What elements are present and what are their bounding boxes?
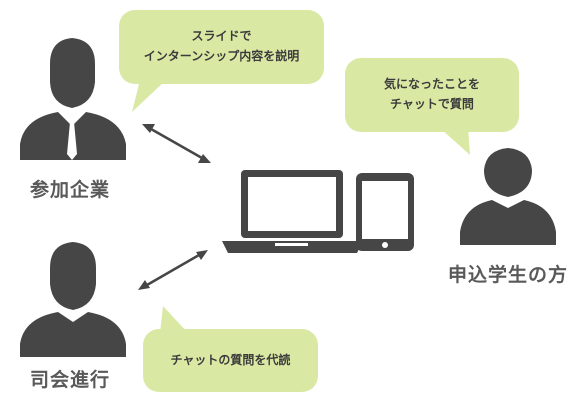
host-bubble-text: チャットの質問を代読 [143, 350, 318, 370]
businessman-icon [20, 38, 126, 160]
host-bubble-line1: チャットの質問を代読 [170, 353, 291, 367]
student-bubble-line1: 気になったことを [383, 77, 480, 91]
host-label: 司会進行 [30, 369, 111, 391]
student-label: 申込学生の方 [448, 264, 569, 286]
host-speech-bubble [143, 306, 318, 392]
double-headed-arrow-icon [142, 124, 211, 163]
company-bubble-text: スライドで インターンシップ内容を説明 [119, 26, 324, 66]
laptop-icon [222, 170, 363, 253]
double-headed-arrow-icon [138, 250, 208, 290]
tablet-icon [356, 173, 414, 251]
student-bubble-text: 気になったことを チャットで質問 [345, 74, 519, 114]
person-icon [460, 148, 556, 245]
company-bubble-line1: スライドで [191, 29, 252, 43]
student-bubble-line2: チャットで質問 [390, 97, 474, 111]
person-icon [20, 242, 126, 357]
company-bubble-line2: インターンシップ内容を説明 [143, 49, 300, 63]
student-speech-bubble [345, 58, 519, 155]
company-label: 参加企業 [30, 179, 111, 201]
company-speech-bubble [119, 10, 324, 112]
